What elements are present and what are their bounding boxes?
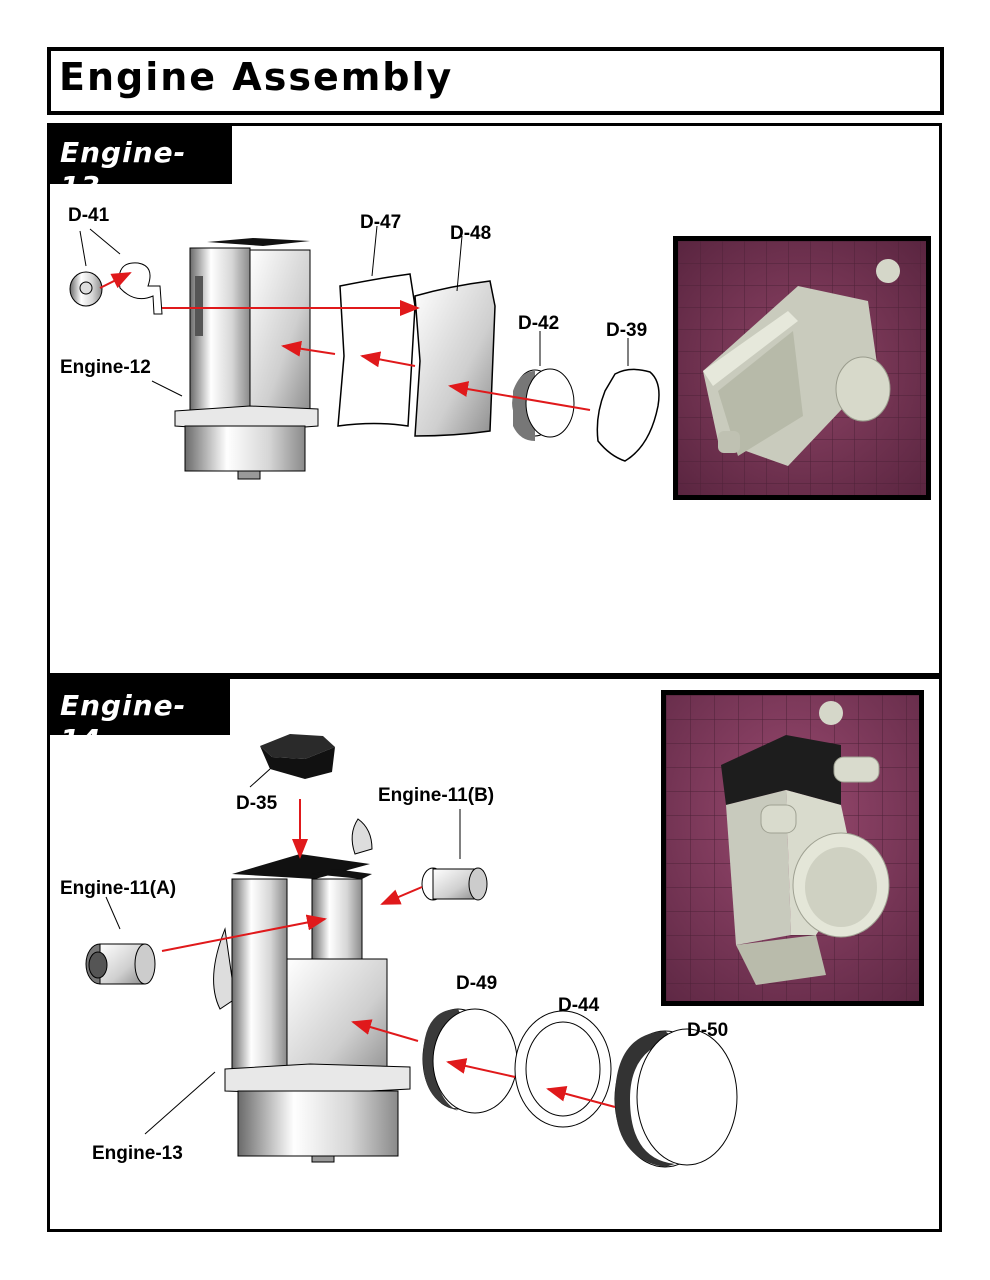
label-d39: D-39: [606, 320, 647, 341]
label-d42: D-42: [518, 313, 559, 334]
engine-11a-part: [85, 943, 156, 985]
label-d35: D-35: [236, 793, 278, 814]
label-d47: D-47: [360, 212, 401, 233]
assembly-arrows: [161, 799, 616, 1108]
d50-part: [614, 1028, 738, 1168]
engine-13-photo: [673, 236, 931, 500]
d35-part: [260, 734, 335, 779]
label-engine11a: Engine-11(A): [60, 878, 176, 899]
engine-13-part: [213, 818, 411, 1163]
engine-12-part: [174, 238, 319, 480]
label-d44: D-44: [558, 995, 600, 1016]
engine-14-diagram: D-35 Engine-11(B) Engine-11(A) D-49 D-44…: [60, 734, 738, 1168]
label-engine13: Engine-13: [92, 1143, 183, 1164]
engine-11b-part: [421, 867, 488, 901]
label-d49: D-49: [456, 973, 497, 994]
page-title: Engine Assembly: [59, 55, 454, 99]
engine-14-photo: [661, 690, 924, 1006]
assembly-arrows: [99, 272, 591, 411]
step-title: Engine-14: [50, 679, 230, 756]
title-box: Engine Assembly: [47, 47, 944, 115]
d44-part: [514, 1010, 612, 1128]
d47-part: [337, 273, 416, 427]
d48-part: [414, 280, 496, 437]
label-d41: D-41: [68, 205, 110, 226]
label-engine11b: Engine-11(B): [378, 785, 494, 806]
d49-part: [422, 1008, 518, 1114]
d39-part: [596, 368, 660, 462]
label-engine12: Engine-12: [60, 357, 151, 378]
engine-13-diagram: D-41 D-47 D-48 D-42 D-39 Engine-12: [60, 205, 660, 480]
label-d50: D-50: [687, 1020, 728, 1041]
d41-part: [69, 262, 163, 315]
step-title: Engine-13: [50, 126, 232, 203]
label-d48: D-48: [450, 223, 491, 244]
